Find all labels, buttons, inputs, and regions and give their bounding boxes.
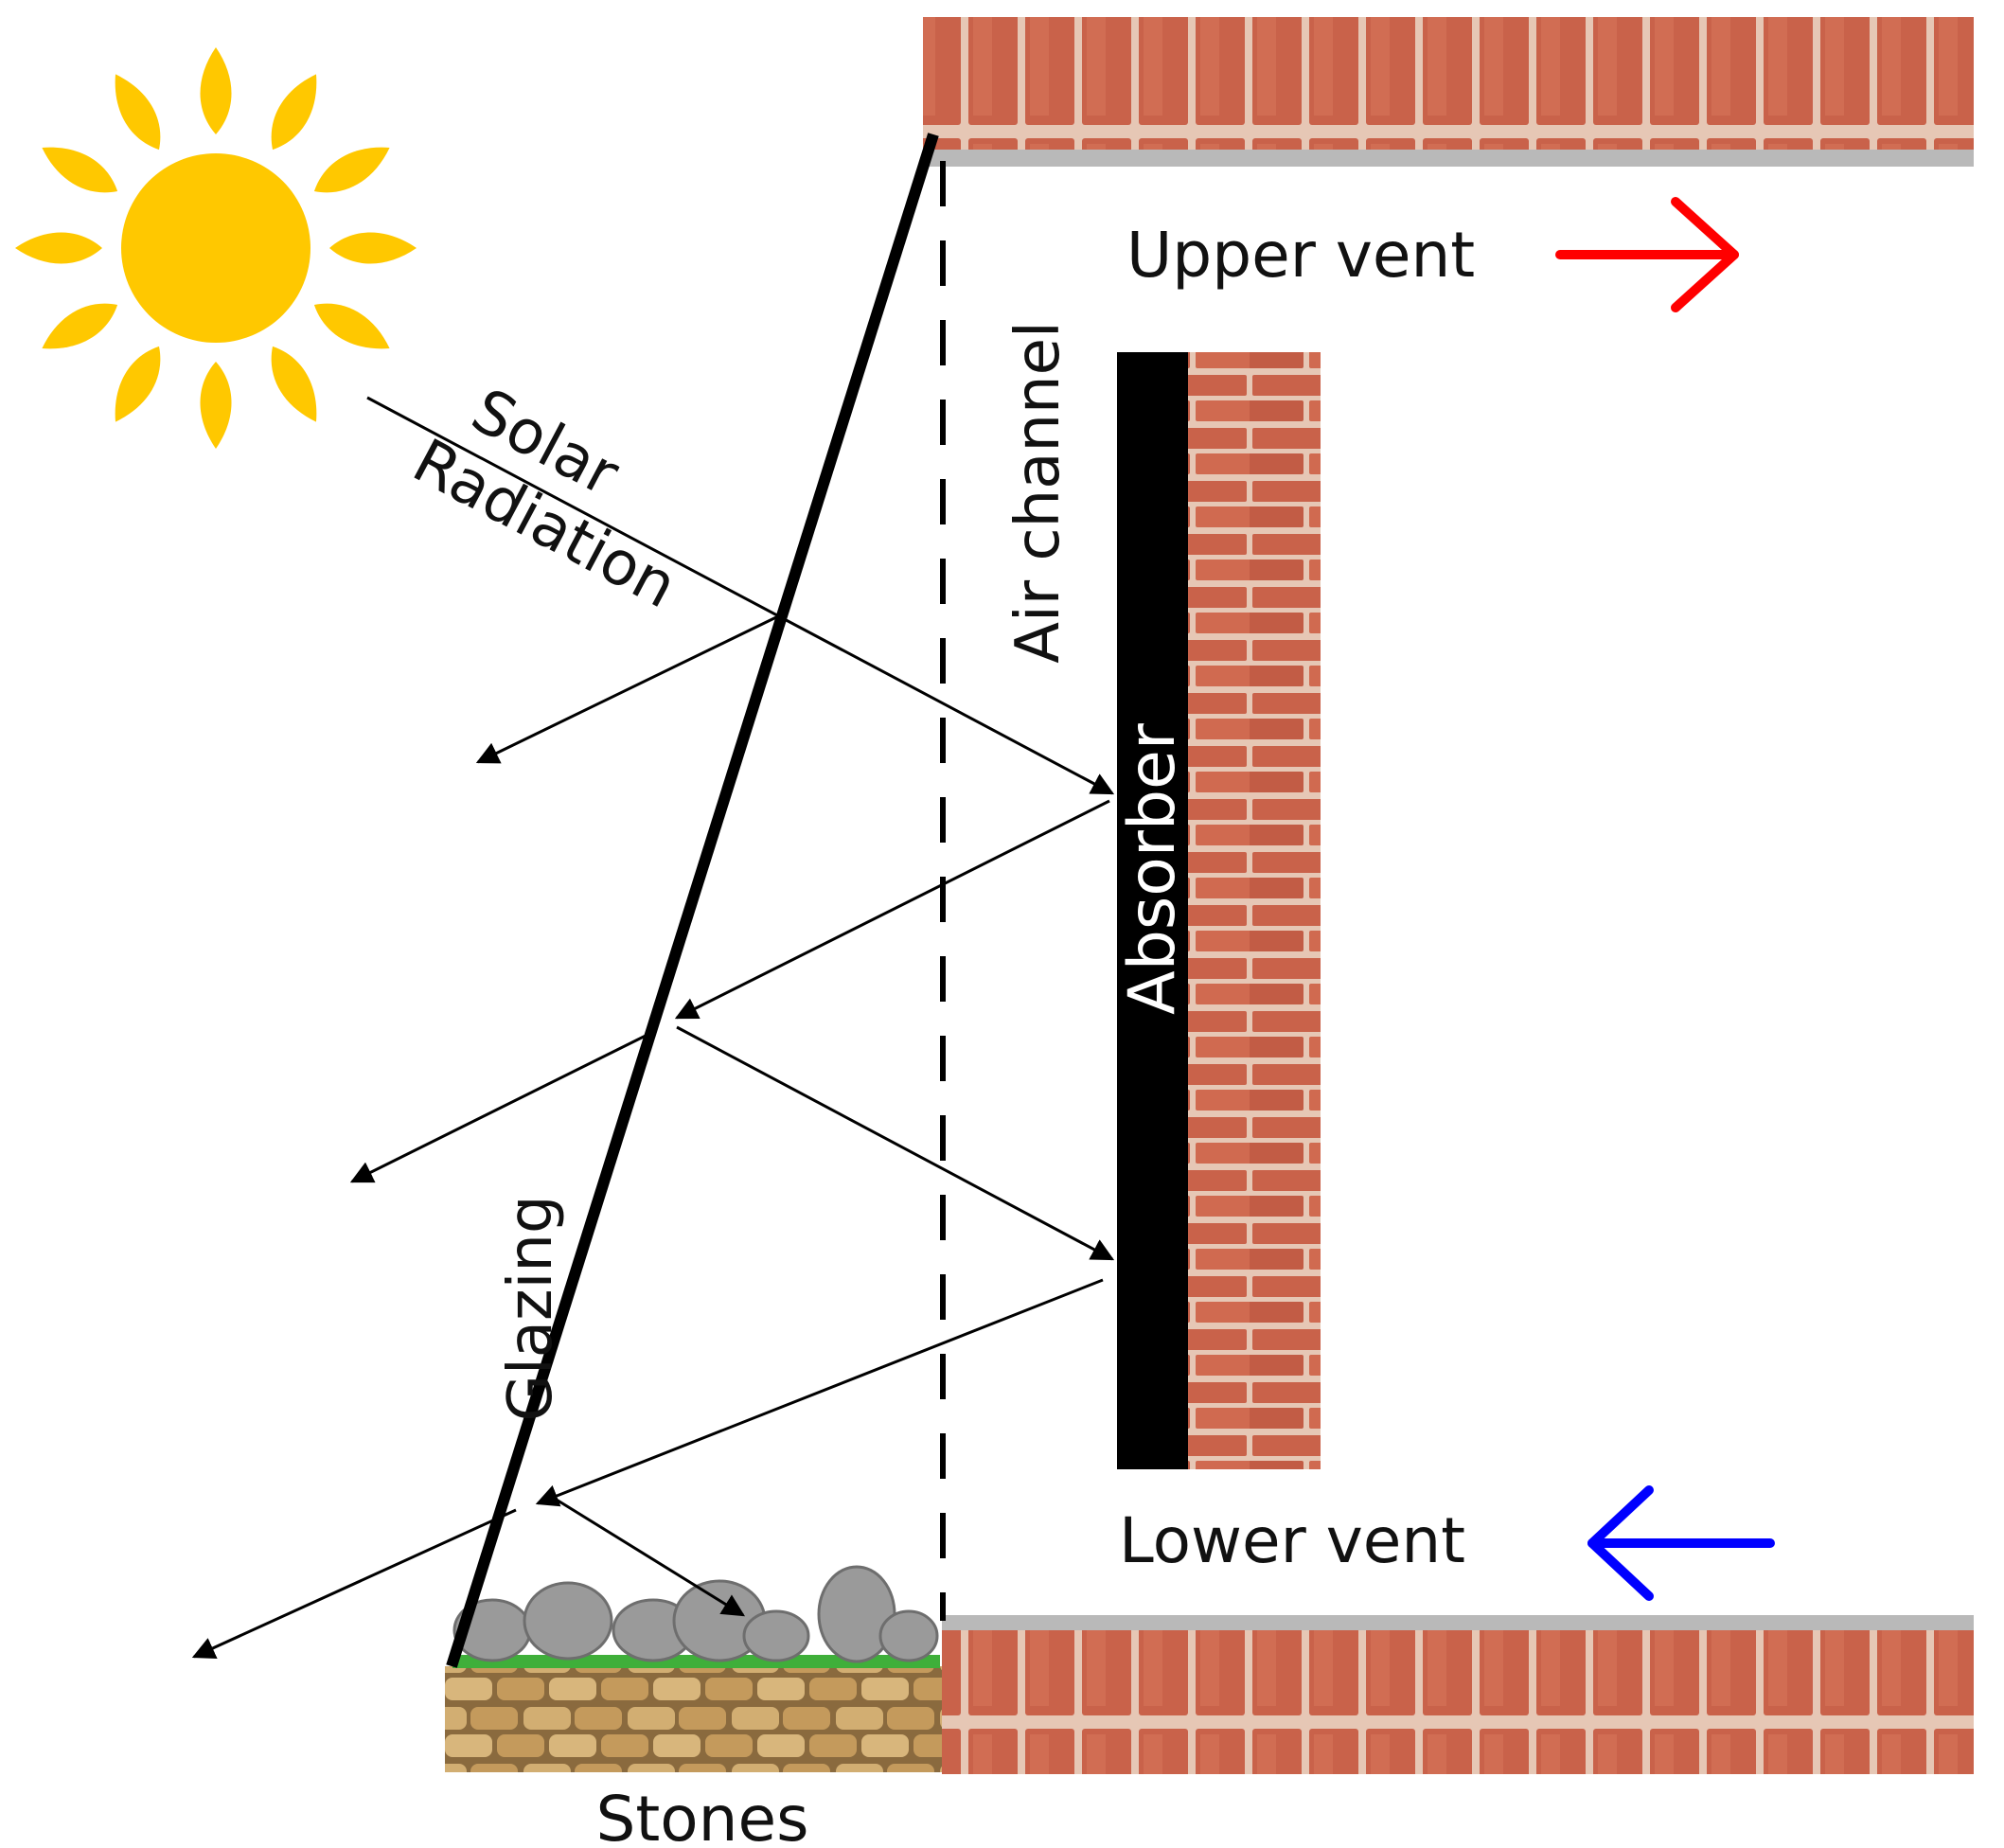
air-channel-label: Air channel [1003,321,1073,663]
sun-ray [115,74,161,151]
glazing-pane [446,133,939,1668]
absorber-brick-wall [1188,352,1321,1469]
sun-icon [15,47,417,449]
arrow-right-icon [1555,197,1739,312]
sun-ray [313,303,390,349]
radiation-rays [191,396,1115,1659]
solar-radiation-label: Solar Radiation [401,376,687,623]
sun-ray [200,47,232,134]
sun-ray [200,362,232,449]
absorber-plate [1117,352,1188,1469]
upper-brick-wall [923,17,1974,167]
lower-vent-label: Lower vent [1119,1504,1465,1577]
sun-ray [329,232,417,264]
stones-base [445,1565,942,1772]
absorber-label: Absorber [1115,723,1190,1015]
lower-brick-wall [942,1615,1974,1774]
arrow-left-icon [1587,1485,1775,1601]
sun-ray [42,303,118,349]
sun-ray [42,147,118,193]
glazing-label: Glazing [496,1195,566,1421]
sun-ray [15,232,102,264]
sun-ray [271,346,317,422]
sun-ray [271,74,317,151]
upper-vent-label: Upper vent [1126,219,1475,292]
sun-ray [313,147,390,193]
sun-ray [115,346,161,422]
stones-label: Stones [596,1783,809,1848]
